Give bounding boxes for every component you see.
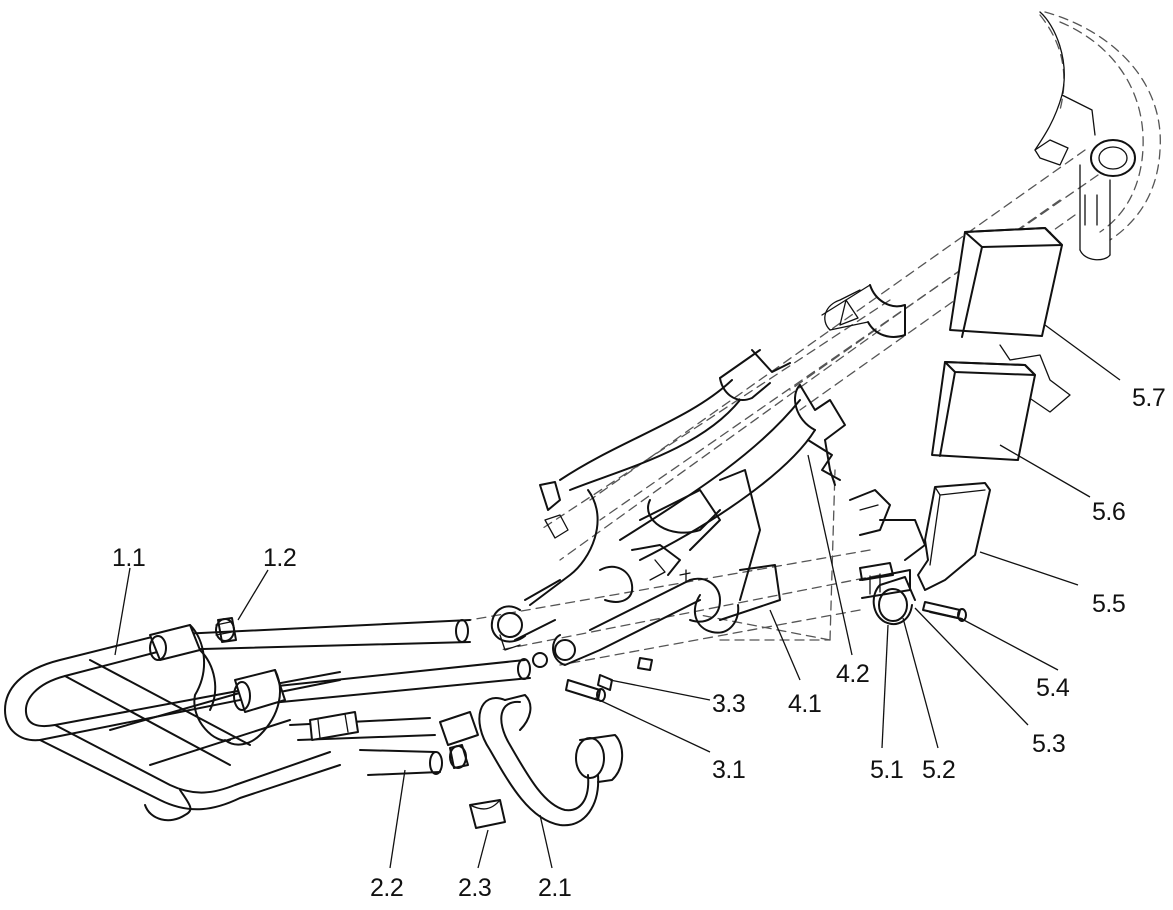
label-5-5: 5.5: [1092, 590, 1125, 618]
label-4-2: 4.2: [836, 660, 869, 688]
bolts-5-4: [922, 601, 967, 622]
head-tube: [1034, 11, 1136, 261]
label-5-2: 5.2: [922, 756, 955, 784]
label-4-1: 4.1: [788, 690, 821, 718]
label-5-4: 5.4: [1036, 674, 1070, 702]
label-1-2: 1.2: [263, 544, 296, 572]
label-5-7: 5.7: [1132, 384, 1165, 412]
rear-frame-sleeves: [149, 624, 359, 746]
rear-u-frame: [4, 619, 531, 822]
bracket-5-5: [917, 482, 991, 591]
box-5-7: [949, 227, 1071, 413]
label-2-3: 2.3: [458, 874, 491, 902]
label-3-3: 3.3: [712, 690, 745, 718]
box-5-6: [931, 361, 1036, 461]
label-1-1: 1.1: [112, 544, 145, 572]
label-5-6: 5.6: [1092, 498, 1125, 526]
label-5-1: 5.1: [870, 756, 903, 784]
bolts-3-x: [532, 652, 653, 702]
plug-1-2: [215, 617, 237, 643]
leader-lines: [114, 324, 1121, 869]
plug-2-2: [449, 744, 469, 769]
clamp-5-1-5-3: [859, 562, 916, 625]
ghost-main-frame: [469, 11, 1161, 666]
collar-2-3: [439, 711, 506, 829]
strap-2-1: [478, 694, 624, 827]
label-3-1: 3.1: [712, 756, 745, 784]
label-5-3: 5.3: [1032, 730, 1065, 758]
upper-frame-tube: [559, 284, 906, 561]
front-clamp-area: [849, 489, 926, 599]
label-2-1: 2.1: [538, 874, 571, 902]
part-labels: 1.1 1.2 2.2 2.3 2.1 3.3 3.1 4.1 4.2 5.1 …: [112, 384, 1166, 902]
label-2-2: 2.2: [370, 874, 403, 902]
rear-pivot-assembly: [490, 439, 836, 666]
